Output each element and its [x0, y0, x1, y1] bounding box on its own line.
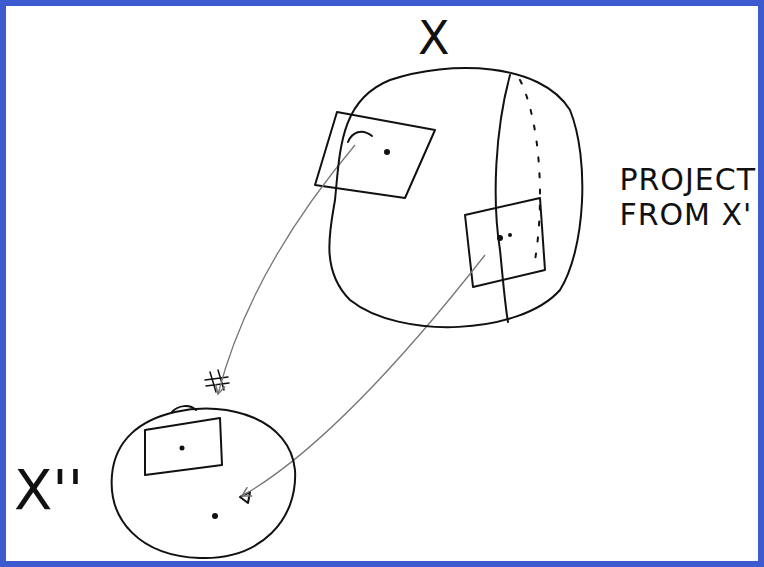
projection-arrow [242, 255, 485, 496]
meridian-line [496, 75, 510, 322]
meridian-dashed [520, 80, 540, 260]
note-text: PROJECT FROM X' [619, 163, 756, 232]
point-dot [212, 513, 218, 519]
tangent-square [315, 112, 435, 198]
point-dot [384, 149, 390, 155]
point-dot [508, 233, 512, 237]
strike-mark [205, 370, 229, 392]
outline-blob: X [330, 70, 580, 340]
space-label: X'' [14, 462, 83, 518]
tangent-square [465, 198, 545, 287]
point-dot [180, 446, 185, 451]
blob-outline [110, 400, 300, 565]
tangent-square [145, 418, 222, 475]
projection-arrow [218, 145, 355, 394]
point-dot [497, 235, 503, 241]
sketch-stroke [348, 132, 372, 142]
blob-outline [330, 70, 580, 340]
outline-blob: X'' [110, 400, 300, 565]
space-label: X [418, 15, 450, 61]
